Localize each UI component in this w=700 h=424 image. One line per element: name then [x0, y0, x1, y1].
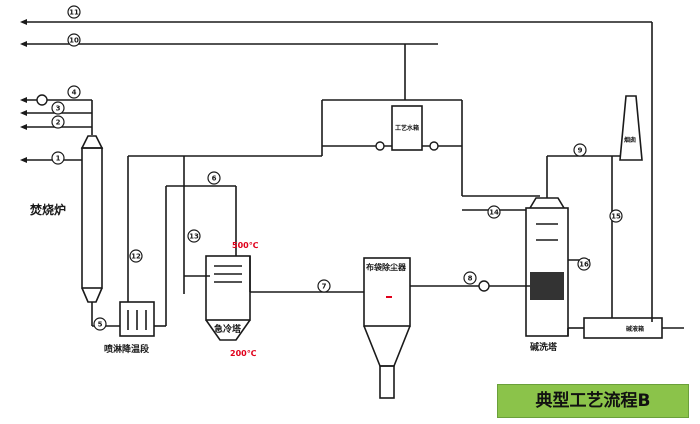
scrubber-packing: [530, 272, 564, 300]
stream-number: 10: [69, 37, 79, 45]
stream-number: 12: [131, 253, 141, 261]
spray-section-box: [119, 301, 155, 337]
alkali-tank: [583, 317, 663, 339]
stream-number: 4: [72, 89, 77, 97]
incinerator-label: 焚烧炉: [29, 202, 66, 217]
stream-number: 2: [56, 119, 61, 127]
pump-icon: [375, 141, 385, 151]
quench-tower-label: 急冷塔: [214, 323, 242, 335]
stream-number: 16: [579, 261, 589, 269]
filter-mark: [386, 296, 392, 298]
spray-section-label: 喷淋降温段: [104, 343, 150, 355]
temperature-label-500: 500℃: [232, 241, 259, 250]
stream-number: 5: [98, 321, 103, 329]
alkali-tank-label: 碱液箱: [626, 325, 644, 333]
stream-number: 13: [189, 233, 199, 241]
stream-number: 14: [489, 209, 499, 217]
diagram-caption: 典型工艺流程B: [535, 391, 651, 411]
bag-filter-body: [363, 257, 411, 327]
temperature-label-200: 200℃: [230, 349, 257, 358]
incinerator-body: [81, 147, 103, 289]
quench-tower-cone: [205, 319, 251, 341]
process-tank-label: 工艺水箱: [395, 124, 419, 132]
arrow-icon: [20, 97, 27, 103]
bag-filter-cone: [363, 325, 411, 367]
chimney: [619, 95, 643, 161]
arrow-icon: [20, 110, 27, 116]
arrow-icon: [20, 124, 27, 130]
arrow-icon: [20, 157, 27, 163]
stream-number: 6: [212, 175, 217, 183]
arrow-icon: [20, 41, 27, 47]
bag-filter-label: 布袋除尘器: [365, 262, 407, 272]
stream-number: 8: [468, 275, 473, 283]
scrubber-label: 碱洗塔: [530, 341, 558, 353]
scrubber-top: [529, 197, 565, 209]
pump-icon: [478, 280, 490, 292]
stream-number: 7: [322, 283, 327, 291]
valve-icon: [36, 94, 48, 106]
pump-icon: [429, 141, 439, 151]
arrow-icon: [20, 19, 27, 25]
chimney-label: 烟囱: [624, 136, 636, 144]
incinerator-top: [80, 135, 104, 149]
stream-number: 9: [578, 147, 583, 155]
incinerator-bottom: [81, 287, 103, 303]
caption-box: 典型工艺流程B: [497, 384, 689, 418]
stream-number: 1: [56, 155, 61, 163]
stream-number: 15: [611, 213, 621, 221]
bag-filter-hopper: [379, 365, 395, 399]
process-water-tank: [391, 105, 423, 151]
scrubber-body: [525, 207, 569, 337]
stream-number: 3: [56, 105, 61, 113]
stream-number: 11: [69, 9, 79, 17]
